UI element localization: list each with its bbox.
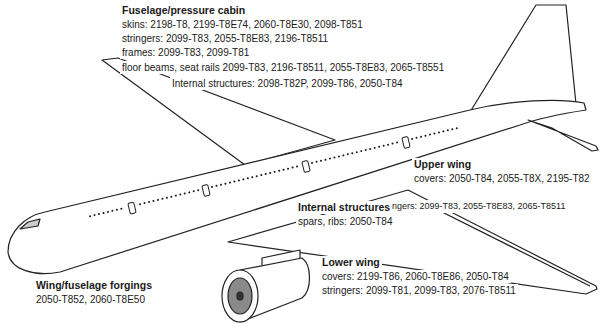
alloy-list: frames: 2099-T83, 2099-T81 xyxy=(120,46,251,59)
engine-inlet xyxy=(222,270,258,322)
window-row xyxy=(140,190,200,204)
cabin-door xyxy=(402,136,410,148)
section-heading: Fuselage/pressure cabin xyxy=(120,4,247,17)
window-row xyxy=(312,142,400,163)
near-stabilizer xyxy=(528,120,598,151)
cabin-door xyxy=(302,160,310,172)
section-heading: Wing/fuselage forgings xyxy=(34,279,154,292)
section-heading: Lower wing xyxy=(320,256,382,269)
alloy-list: covers: 2199-T86, 2060-T8E86, 2050-T84 xyxy=(320,270,511,283)
cockpit-window xyxy=(20,219,40,229)
window-row xyxy=(212,166,300,187)
alloy-list: spars, ribs: 2050-T84 xyxy=(296,215,395,228)
alloy-list: skins: 2198-T8, 2199-T8E74, 2060-T8E30, … xyxy=(120,18,365,31)
cabin-door xyxy=(128,202,136,214)
alloy-list: stringers: 2099-T83, 2055-T8E83, 2065-T8… xyxy=(378,200,596,213)
cabin-door xyxy=(202,184,210,196)
alloy-list: stringers: 2099-T83, 2055-T8E83, 2196-T8… xyxy=(120,32,330,45)
window-row xyxy=(90,208,125,216)
section-heading: Internal structures xyxy=(296,201,392,214)
section-heading: Upper wing xyxy=(412,158,473,171)
engine-fan xyxy=(228,278,252,314)
alloy-list: Internal structures: 2098-T82P, 2099-T86… xyxy=(170,77,405,90)
alloy-list: floor beams, seat rails 2099-T83, 2196-T… xyxy=(120,61,446,74)
alloy-list: stringers: 2099-T81, 2099-T83, 2076-T851… xyxy=(320,284,518,297)
far-wing xyxy=(102,58,335,165)
window-row xyxy=(412,127,460,138)
engine-spinner xyxy=(237,292,243,300)
alloy-list: covers: 2050-T84, 2055-T8X, 2195-T82 xyxy=(412,172,596,185)
alloy-list: 2050-T852, 2060-T8E50 xyxy=(34,293,147,306)
